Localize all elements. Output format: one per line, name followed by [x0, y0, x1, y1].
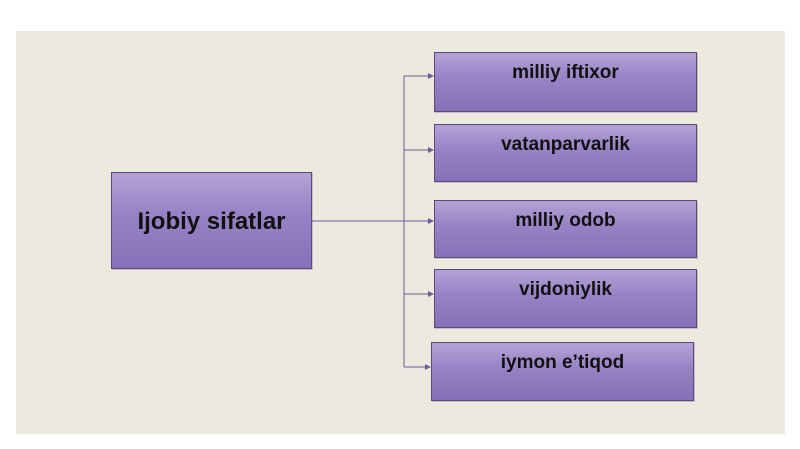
child-node-label: milliy iftixor — [512, 62, 619, 83]
child-node-vijdoniylik: vijdoniylik — [434, 269, 697, 328]
child-node-milliy-iftixor: milliy iftixor — [434, 52, 697, 112]
child-node-label: vatanparvarlik — [501, 134, 630, 155]
child-node-label: iymon e’tiqod — [500, 352, 625, 373]
child-node-label: milliy odob — [515, 210, 616, 231]
child-node-milliy-odob: milliy odob — [434, 200, 697, 258]
root-node: Ijobiy sifatlar — [111, 172, 312, 269]
root-node-label: Ijobiy sifatlar — [137, 208, 286, 235]
child-node-iymon-etiqod: iymon e’tiqod — [431, 342, 694, 401]
child-node-label: vijdoniylik — [519, 279, 612, 300]
child-node-vatanparvarlik: vatanparvarlik — [434, 124, 697, 182]
